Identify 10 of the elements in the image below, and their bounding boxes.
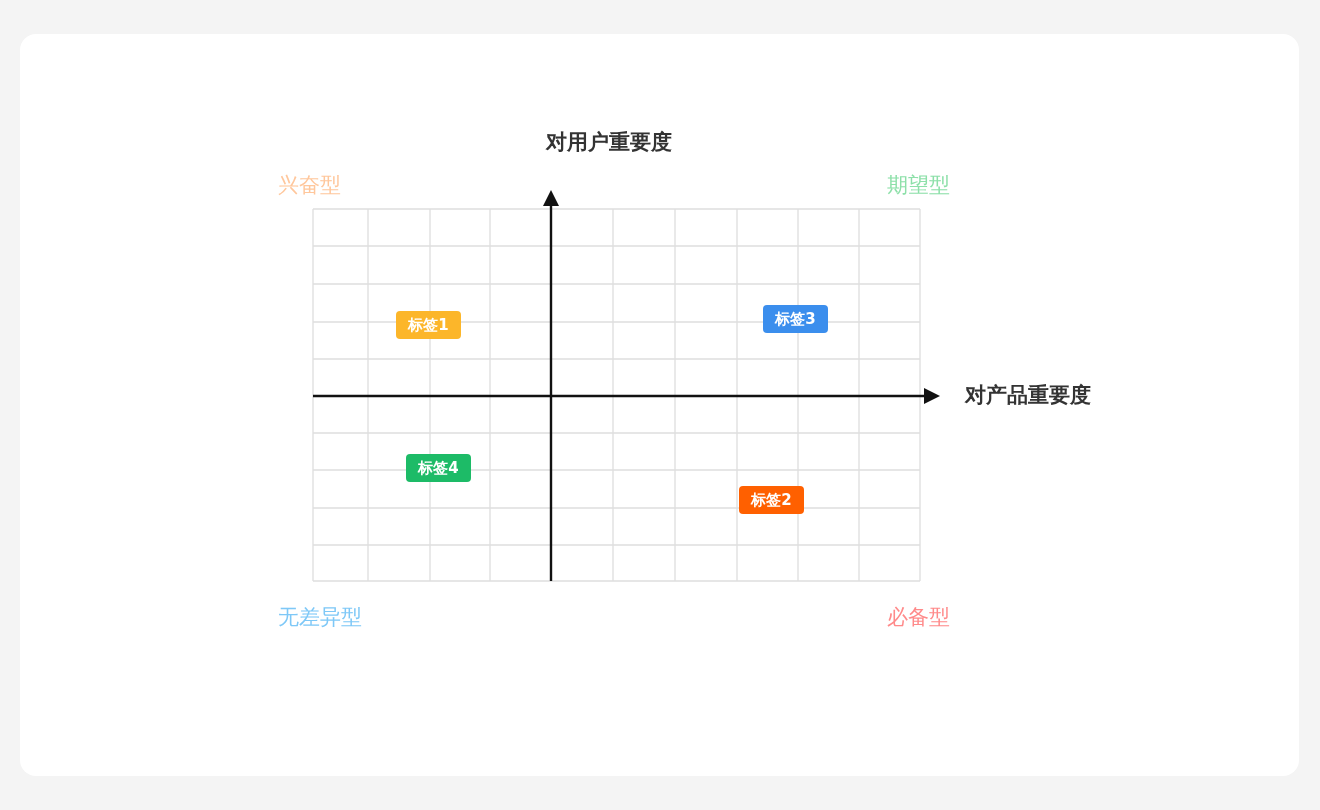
quadrant-label: 无差异型 [278, 604, 362, 630]
axis-title: 对用户重要度 [546, 129, 672, 155]
tag-chip: 标签1 [396, 311, 461, 339]
tag-chip: 标签2 [739, 486, 804, 514]
quadrant-label: 兴奋型 [278, 172, 341, 198]
tag-chip: 标签4 [406, 454, 471, 482]
quadrant-label: 期望型 [887, 172, 950, 198]
axis-title: 对产品重要度 [965, 382, 1091, 408]
tag-chip: 标签3 [763, 305, 828, 333]
quadrant-label: 必备型 [887, 604, 950, 630]
